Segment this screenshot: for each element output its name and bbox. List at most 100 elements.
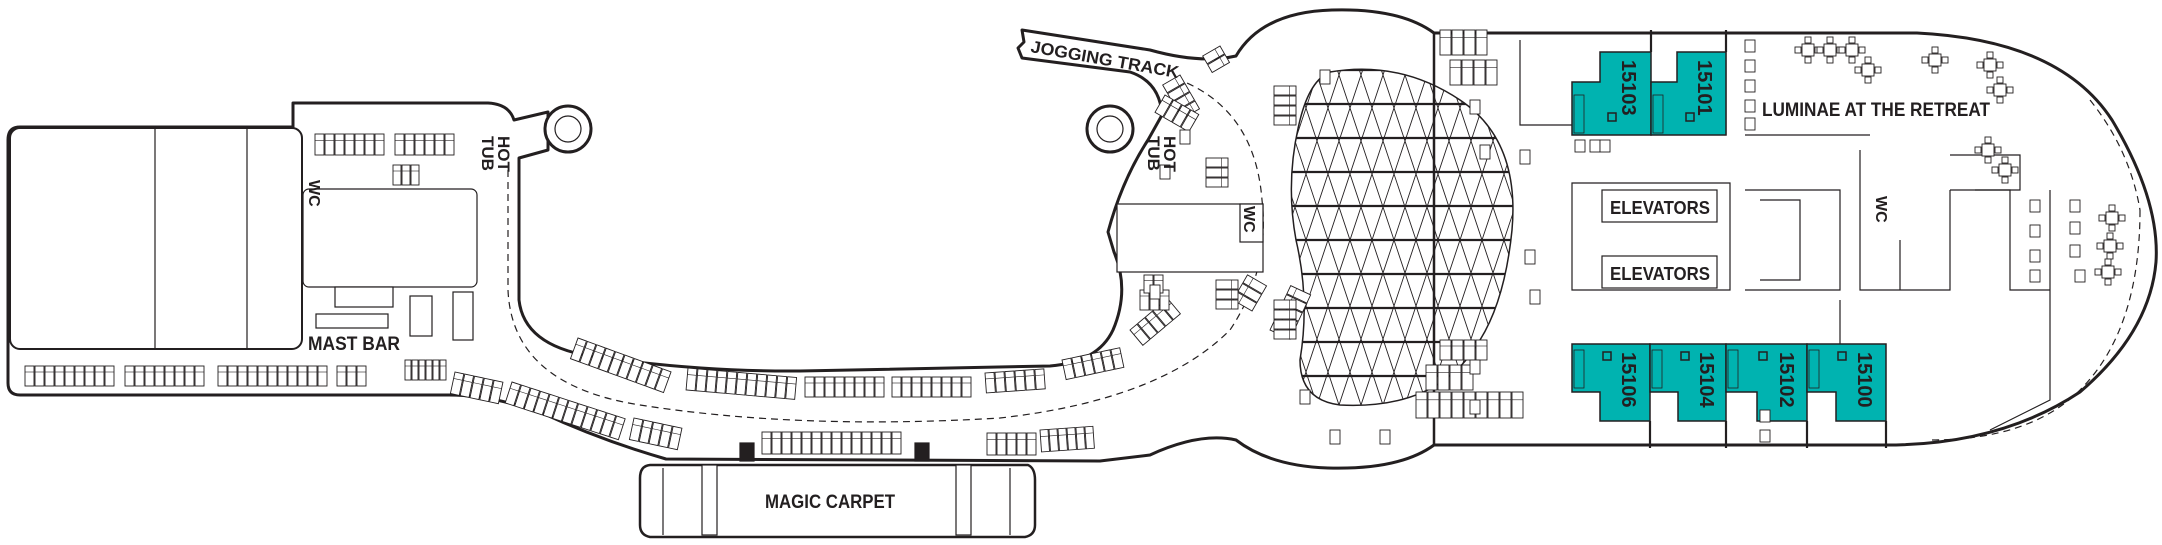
lounge-chair [598, 347, 616, 373]
lounge-chair [1207, 54, 1231, 74]
lounger-row [1439, 29, 1488, 56]
lounge-chair [154, 365, 165, 387]
solarium-enclosure [9, 127, 303, 350]
glass-rib [1291, 69, 1345, 406]
lounge-chair [1129, 323, 1151, 346]
lounge-chair [801, 431, 812, 455]
glass-rib [1291, 69, 1389, 406]
lounge-chair [227, 365, 238, 387]
dining-table [2096, 232, 2124, 260]
lounge-chair [1427, 391, 1440, 419]
lounge-chair [735, 371, 748, 396]
cabin-number: 15104 [1695, 352, 1717, 408]
side-table [1469, 359, 1481, 375]
lounger-row [1273, 299, 1297, 340]
lounger-row [504, 381, 626, 441]
lounger-row [1425, 364, 1474, 391]
lounge-chair [775, 375, 788, 400]
hot-tub-right [1085, 104, 1135, 154]
lounge-chair [851, 431, 862, 455]
lounger-row [628, 417, 683, 451]
lounge-chair [164, 365, 175, 387]
dining-table [1838, 36, 1866, 64]
lounge-chair [356, 365, 367, 387]
lounge-chair [533, 390, 550, 416]
lounge-chair [864, 376, 875, 398]
lounge-chair [951, 376, 962, 398]
lounge-chair [921, 376, 932, 398]
lounge-chair [1057, 427, 1068, 452]
magic-carpet-label: MAGIC CARPET [765, 492, 895, 513]
seat [1744, 99, 1756, 113]
cabin-marker [1602, 351, 1612, 361]
lounge-chair [1273, 95, 1297, 106]
lounge-chair [344, 133, 355, 156]
lounge-chair [354, 133, 365, 156]
lounger-row [314, 133, 385, 156]
elevators-label-bottom: ELEVATORS [1610, 264, 1710, 284]
lounge-chair [414, 133, 425, 156]
lounge-chair [64, 365, 75, 387]
cabin-number: 15106 [1617, 352, 1639, 408]
lounge-chair [1084, 425, 1095, 450]
hot-tub-left [543, 104, 593, 154]
lounge-chair [1463, 29, 1476, 56]
cabin-number: 15103 [1617, 60, 1639, 116]
lounge-chair [552, 396, 569, 422]
lounge-chair [1026, 432, 1037, 456]
lounge-chair [1205, 157, 1229, 168]
lounge-chair [1449, 59, 1462, 86]
lounge-chair [346, 365, 357, 387]
lounge-chair [1014, 369, 1026, 392]
lounge-chair [834, 376, 845, 398]
lounge-chair [771, 431, 782, 455]
cabin-marker [1607, 112, 1617, 122]
wc-left-label: WC [305, 180, 322, 207]
lounge-chair [1273, 329, 1297, 340]
lounge-chair [1475, 29, 1488, 56]
lounger-row [394, 133, 455, 156]
lounge-chair [432, 359, 440, 381]
lounge-chair [891, 431, 902, 455]
seat [1744, 79, 1756, 93]
lounge-chair [861, 431, 872, 455]
lounge-chair [1090, 351, 1105, 374]
cabin-15100[interactable]: 15100 [1806, 343, 1887, 422]
cabin-15103[interactable]: 15103 [1571, 51, 1652, 136]
lounge-chair [931, 376, 942, 398]
lounge-chair [599, 412, 617, 438]
cabin-15106[interactable]: 15106 [1571, 343, 1651, 422]
lounge-chair [469, 375, 484, 401]
dining-table [2094, 258, 2122, 286]
lounge-chair [392, 164, 402, 186]
side-table [1299, 389, 1311, 405]
cabin-15102[interactable]: 15102 [1725, 343, 1808, 422]
dining-table [1986, 76, 2014, 104]
side-table [1524, 249, 1536, 265]
glass-rib [1377, 69, 1499, 406]
lounge-chair [1463, 339, 1476, 361]
lounge-chair [424, 133, 435, 156]
lounge-chair [1110, 347, 1125, 370]
lounge-chair [648, 421, 663, 447]
seat [1759, 409, 1771, 423]
lounge-chair [984, 371, 996, 394]
cabin-15104[interactable]: 15104 [1649, 343, 1727, 422]
side-table [1329, 429, 1341, 445]
lounge-chair [504, 381, 522, 407]
lounge-chair [715, 370, 728, 394]
lounge-chair [635, 361, 653, 387]
lounge-chair [1137, 317, 1159, 340]
lounge-chair [941, 376, 952, 398]
lounge-chair [1461, 364, 1474, 391]
lounge-chair [1162, 74, 1186, 94]
lounge-chair [1154, 94, 1174, 118]
lounge-chair [54, 365, 65, 387]
seat [2029, 269, 2041, 283]
lounge-chair [685, 367, 698, 392]
cabin-number: 15102 [1775, 352, 1797, 408]
lounge-chair [1202, 45, 1226, 65]
lounger-row [986, 432, 1037, 456]
dining-table [2098, 204, 2126, 232]
seat [2074, 269, 2086, 283]
